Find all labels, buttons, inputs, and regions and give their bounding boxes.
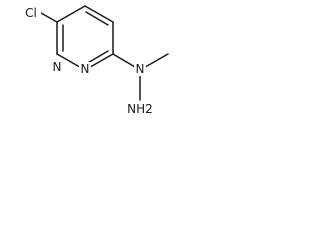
amine-group-label: NH2 bbox=[127, 102, 153, 116]
ring-nitrogen-1-label: N bbox=[53, 60, 62, 74]
bond-c5-c4-inner bbox=[85, 11, 109, 26]
amine-label-bg bbox=[127, 101, 153, 117]
bond-c6-cl bbox=[40, 12, 58, 23]
bond-c5-c4 bbox=[84, 5, 114, 23]
chlorine-atom-label: Cl bbox=[25, 6, 37, 20]
ring-n2-label-bg bbox=[79, 62, 91, 76]
bond-c3-n2-inner bbox=[85, 50, 109, 65]
chlorine-label-bg bbox=[21, 5, 41, 21]
hydrazine-nitrogen-label: N bbox=[136, 62, 145, 76]
ring-n1-label-bg bbox=[51, 60, 63, 74]
bond-c6-c5 bbox=[56, 5, 86, 23]
ring-nitrogen-2-label: N bbox=[81, 62, 90, 76]
chemical-structure-diagram: Cl N N N NH2 bbox=[21, 5, 169, 117]
hydrazine-n-label-bg bbox=[134, 62, 146, 76]
